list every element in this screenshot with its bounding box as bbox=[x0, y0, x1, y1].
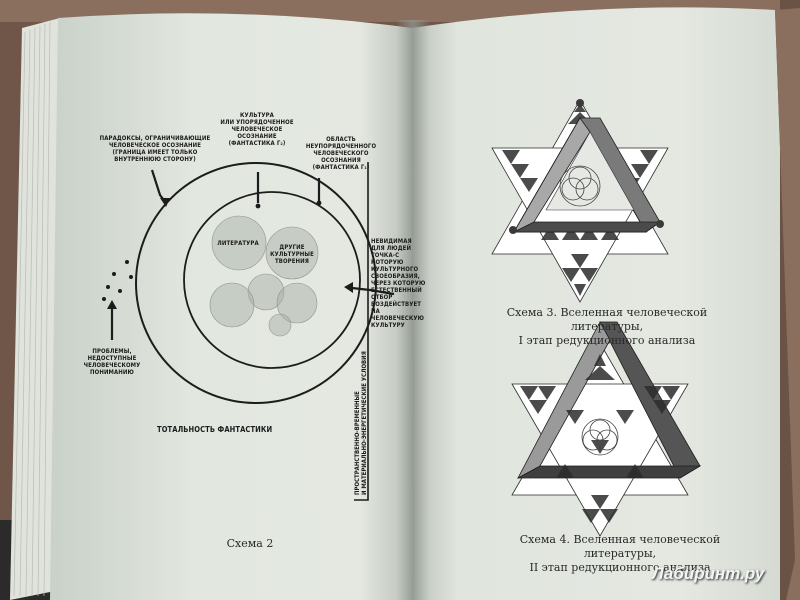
invisible-point-label: НЕВИДИМАЯ ДЛЯ ЛЮДЕЙ ТОЧКА-С КОТОРУЮ КУЛЬ… bbox=[371, 238, 426, 329]
spacetime-label: ПРОСТРАНСТВЕННО-ВРЕМЕННЫЕ И МАТЕРИАЛЬНО-… bbox=[354, 351, 368, 495]
schema-4-figure bbox=[511, 321, 702, 537]
unordered-awareness-label: ОБЛАСТЬ НЕУПОРЯДОЧЕННОГО ЧЕЛОВЕЧЕСКОГО О… bbox=[305, 136, 377, 171]
schema-3-figure bbox=[491, 99, 669, 303]
labirint-watermark: Лабиринт.ру bbox=[652, 564, 765, 583]
other-works-label: ДРУГИЕ КУЛЬТУРНЫЕ ТВОРЕНИЯ bbox=[270, 244, 314, 265]
paradoxes-label: ПАРАДОКСЫ, ОГРАНИЧИВАЮЩИЕ ЧЕЛОВЕЧЕСКОЕ О… bbox=[99, 135, 211, 163]
schema-2-caption: Схема 2 bbox=[226, 537, 274, 550]
problems-label: ПРОБЛЕМЫ, НЕДОСТУПНЫЕ ЧЕЛОВЕЧЕСКОМУ ПОНИ… bbox=[83, 348, 141, 376]
schema-4-caption: Схема 4. Вселенная человеческой литерату… bbox=[519, 533, 721, 574]
schema-3-caption: Схема 3. Вселенная человеческой литерату… bbox=[506, 306, 708, 347]
literature-label: ЛИТЕРАТУРА bbox=[217, 240, 259, 247]
culture-label: КУЛЬТУРА ИЛИ УПОРЯДОЧЕННОЕ ЧЕЛОВЕЧЕСКОЕ … bbox=[220, 112, 294, 147]
totality-title: ТОТАЛЬНОСТЬ ФАНТАСТИКИ bbox=[157, 425, 273, 434]
